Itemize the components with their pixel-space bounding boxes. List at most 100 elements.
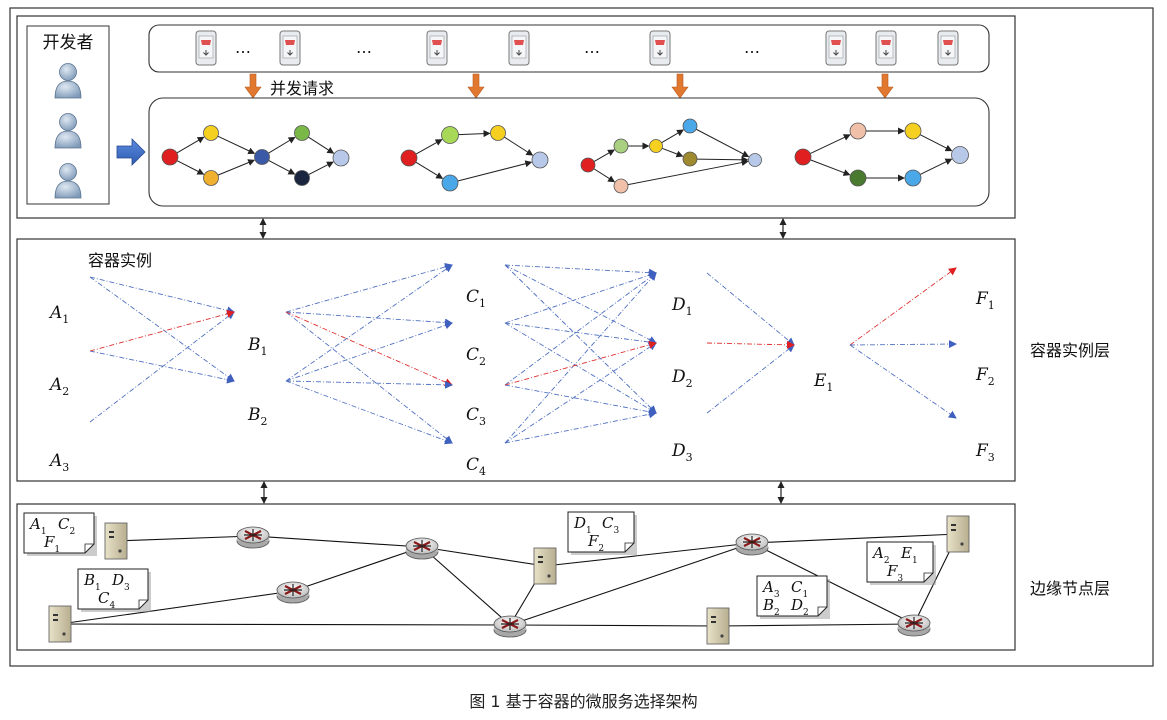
note-label: C4 <box>98 589 115 611</box>
phone-icon <box>937 30 959 66</box>
instance-label: B1 <box>247 335 268 358</box>
instance-label: F1 <box>975 289 995 312</box>
workflow-edge <box>308 136 335 154</box>
note-label: E1 <box>900 544 918 566</box>
candidate-edge <box>285 311 453 444</box>
network-link <box>421 546 511 626</box>
server-slot <box>538 561 543 563</box>
download-icon <box>203 50 209 56</box>
server-led <box>62 632 66 636</box>
workflow-node <box>490 125 506 141</box>
server-led <box>960 542 964 546</box>
server-slot <box>711 621 716 623</box>
network-link <box>59 623 511 626</box>
figure-caption: 图 1 基于容器的微服务选择架构 <box>469 692 698 711</box>
developer-box <box>26 25 110 205</box>
network-link <box>59 590 294 625</box>
developer-layer: 开发者 ………… 并发请求 <box>16 15 1016 219</box>
container-dashed-edges <box>89 263 957 445</box>
candidate-edge <box>504 384 657 416</box>
selected-path-edge <box>89 309 235 352</box>
note-label: F1 <box>43 533 60 555</box>
router-icon <box>897 614 931 637</box>
phone-icon <box>279 30 301 66</box>
workflow-box <box>148 97 990 207</box>
router-cross <box>905 617 923 629</box>
workflow-node <box>203 125 219 141</box>
candidate-edge <box>285 263 453 313</box>
workflow-edge <box>217 135 256 154</box>
candidate-edge <box>89 350 235 384</box>
workflow-edge <box>810 134 851 155</box>
workflow-edge <box>661 129 684 144</box>
note-label: D1 <box>573 514 592 536</box>
router-icon <box>405 537 439 560</box>
selected-path-edge <box>849 267 957 346</box>
network-link <box>509 542 753 626</box>
workflow-node <box>613 138 629 154</box>
download-icon <box>833 50 839 56</box>
ellipsis-text: … <box>744 38 760 57</box>
cart-icon <box>881 40 891 45</box>
instance-label: A2 <box>48 375 69 398</box>
workflow-edge <box>696 156 749 164</box>
note-fold <box>624 542 634 552</box>
container-layer-label: 容器实例层 <box>1030 341 1110 360</box>
developer-person-icon <box>54 113 82 149</box>
note-label: D2 <box>790 596 809 618</box>
edge-layer-label: 边缘节点层 <box>1030 579 1110 598</box>
server-slot <box>53 619 58 621</box>
phone-group <box>195 30 959 66</box>
workflow-node <box>849 122 867 140</box>
router-icon <box>493 615 527 638</box>
network-nodes <box>48 515 970 645</box>
cart-icon <box>514 40 524 45</box>
candidate-edge <box>706 344 795 414</box>
download-icon <box>883 50 889 56</box>
ellipsis-text: … <box>356 38 372 57</box>
workflow-node <box>849 169 867 187</box>
workflow-edge <box>268 160 296 175</box>
workflow-node <box>441 174 459 192</box>
workflow-node <box>203 170 219 186</box>
cart-icon <box>943 40 953 45</box>
instance-label: F2 <box>975 365 995 388</box>
candidate-edge <box>504 272 657 386</box>
phone-icon <box>426 30 448 66</box>
router-cross <box>501 618 519 630</box>
candidate-edge <box>849 340 957 349</box>
router-icon <box>236 526 270 549</box>
concurrent-request-label: 并发请求 <box>270 79 334 98</box>
network-link <box>509 624 719 627</box>
cart-icon <box>201 40 211 45</box>
developer-submit-arrow-icon <box>116 138 146 166</box>
workflow-node <box>254 149 270 165</box>
network-link <box>421 546 546 567</box>
server-led <box>118 549 122 553</box>
note-label: A1 <box>28 515 47 537</box>
workflow-edge <box>268 136 296 154</box>
candidate-edge <box>504 322 657 414</box>
workflow-node <box>580 157 596 173</box>
workflow-edge <box>919 158 953 175</box>
candidate-edge <box>849 344 957 419</box>
candidate-edge <box>706 272 795 346</box>
cart-icon <box>285 40 295 45</box>
instance-label: C3 <box>466 405 486 428</box>
note-label: D3 <box>111 571 130 593</box>
candidate-edge <box>504 264 657 277</box>
server-body <box>48 605 72 643</box>
note-label: C2 <box>58 515 75 537</box>
workflow-edge <box>593 168 616 183</box>
candidate-edge <box>504 272 657 444</box>
workflow-edge <box>593 149 615 162</box>
note-label: F2 <box>587 532 604 554</box>
server-slot <box>53 614 58 616</box>
note-label: A3 <box>761 578 780 600</box>
developer-person-icon <box>54 163 82 199</box>
server-body <box>533 547 557 585</box>
network-link <box>115 535 254 542</box>
candidate-edge <box>504 322 657 347</box>
phone-icon <box>195 30 217 66</box>
